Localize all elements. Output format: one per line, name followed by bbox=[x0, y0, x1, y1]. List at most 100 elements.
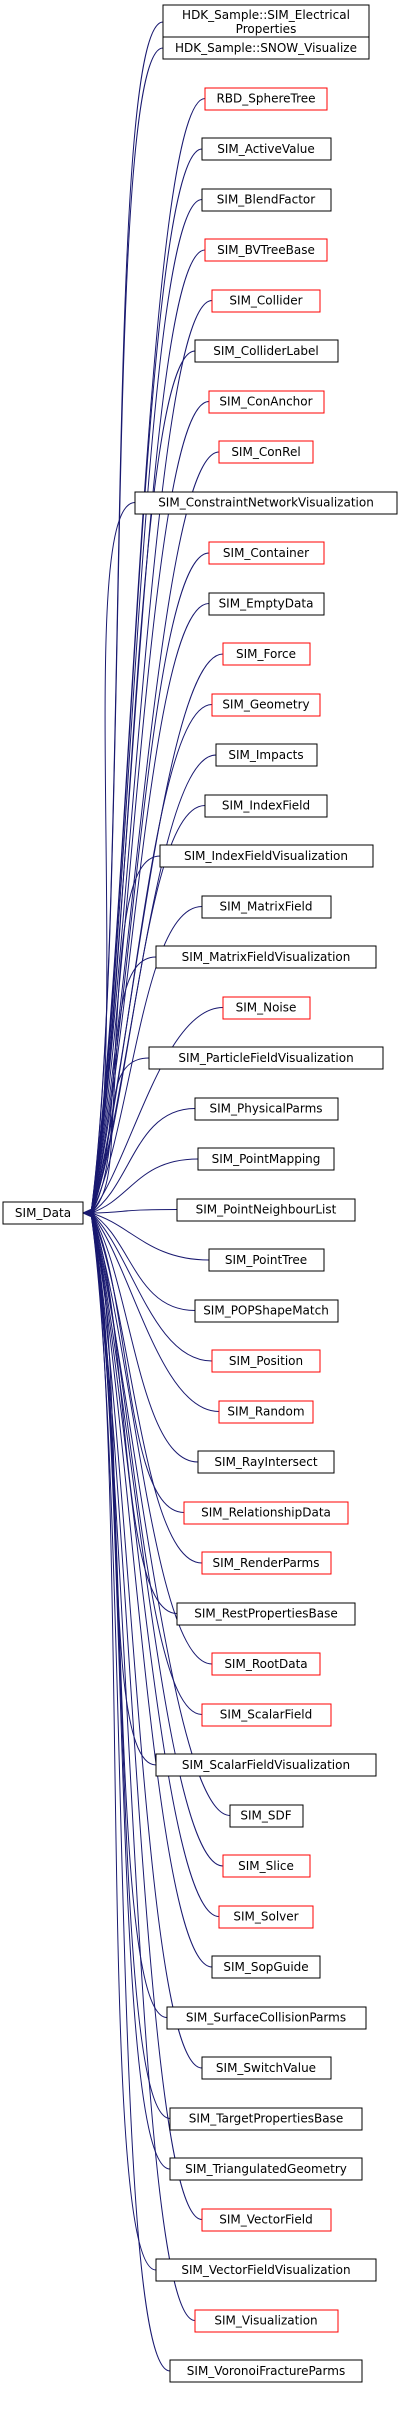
inheritance-edge bbox=[90, 350, 196, 1214]
derived-class-box bbox=[204, 87, 328, 111]
derived-class-node[interactable]: SIM_PointNeighbourList bbox=[176, 1198, 356, 1222]
derived-class-label: SIM_IndexField bbox=[222, 799, 310, 813]
derived-class-label: SIM_PointNeighbourList bbox=[196, 1203, 337, 1217]
derived-class-box bbox=[169, 2107, 363, 2131]
derived-class-node[interactable]: SIM_RootData bbox=[211, 1652, 321, 1676]
derived-class-node[interactable]: SIM_Noise bbox=[222, 996, 311, 1020]
inheritance-edge bbox=[90, 1212, 171, 2372]
derived-class-box bbox=[162, 4, 370, 40]
derived-class-node[interactable]: SIM_Visualization bbox=[194, 2309, 339, 2333]
derived-class-label: SIM_SwitchValue bbox=[216, 2061, 316, 2075]
derived-class-box bbox=[166, 2006, 367, 2030]
derived-class-box bbox=[218, 1400, 314, 1424]
derived-class-node[interactable]: SIM_BlendFactor bbox=[201, 188, 332, 212]
inheritance-edge bbox=[90, 1212, 203, 1564]
derived-class-node[interactable]: SIM_Random bbox=[218, 1400, 314, 1424]
derived-class-node[interactable]: SIM_SwitchValue bbox=[201, 2056, 332, 2080]
inheritance-edge bbox=[90, 199, 203, 1214]
derived-class-node[interactable]: SIM_MatrixFieldVisualization bbox=[155, 945, 377, 969]
root-node-box bbox=[2, 1201, 84, 1225]
derived-class-node[interactable]: SIM_Force bbox=[222, 642, 311, 666]
derived-class-node[interactable]: SIM_SDF bbox=[229, 1804, 304, 1828]
derived-class-node[interactable]: SIM_BVTreeBase bbox=[204, 238, 328, 262]
inheritance-edge bbox=[90, 552, 210, 1214]
inheritance-edge bbox=[90, 1212, 213, 1362]
inheritance-edge bbox=[90, 1212, 171, 2119]
derived-class-node[interactable]: SIM_PointMapping bbox=[197, 1147, 335, 1171]
derived-class-label: Properties bbox=[236, 22, 297, 36]
derived-class-node[interactable]: SIM_Collider bbox=[211, 289, 321, 313]
derived-class-label: SIM_ConAnchor bbox=[219, 395, 312, 409]
derived-class-node[interactable]: SIM_IndexField bbox=[204, 794, 328, 818]
derived-class-box bbox=[169, 2359, 363, 2383]
derived-class-box bbox=[208, 541, 325, 565]
inheritance-edge bbox=[90, 1212, 210, 1261]
derived-class-label: SIM_MatrixFieldVisualization bbox=[182, 950, 351, 964]
derived-class-label: RBD_SphereTree bbox=[216, 92, 315, 106]
derived-class-box bbox=[204, 794, 328, 818]
derived-class-node[interactable]: SIM_PhysicalParms bbox=[194, 1097, 339, 1121]
derived-class-node[interactable]: SIM_Position bbox=[211, 1349, 321, 1373]
derived-class-node[interactable]: SIM_VoronoiFractureParms bbox=[169, 2359, 363, 2383]
derived-class-node[interactable]: SIM_ColliderLabel bbox=[194, 339, 339, 363]
derived-class-box bbox=[208, 390, 325, 414]
derived-class-node[interactable]: SIM_VectorFieldVisualization bbox=[155, 2258, 377, 2282]
derived-class-box bbox=[197, 1147, 335, 1171]
derived-class-node[interactable]: SIM_Slice bbox=[222, 1854, 311, 1878]
derived-class-node[interactable]: SIM_TriangulatedGeometry bbox=[169, 2157, 363, 2181]
inheritance-edge bbox=[90, 300, 213, 1214]
root-node-sim-data[interactable]: SIM_Data bbox=[2, 1201, 84, 1225]
arrowhead-icon bbox=[81, 1207, 95, 1219]
derived-class-node[interactable]: SIM_RenderParms bbox=[201, 1551, 332, 1575]
derived-class-label: SIM_Slice bbox=[238, 1859, 294, 1873]
derived-class-node[interactable]: SIM_Impacts bbox=[215, 743, 318, 767]
derived-class-node[interactable]: SIM_ParticleFieldVisualization bbox=[148, 1046, 384, 1070]
inheritance-edge bbox=[90, 1212, 220, 1917]
derived-class-box bbox=[169, 2157, 363, 2181]
derived-class-node[interactable]: SIM_Solver bbox=[218, 1905, 314, 1929]
inheritance-edge bbox=[90, 1212, 168, 2018]
derived-class-box bbox=[201, 895, 332, 919]
derived-class-label: SIM_TriangulatedGeometry bbox=[185, 2162, 347, 2176]
derived-class-node[interactable]: SIM_ConstraintNetworkVisualization bbox=[134, 491, 398, 515]
derived-class-node[interactable]: HDK_Sample::SNOW_Visualize bbox=[162, 36, 370, 60]
derived-class-node[interactable]: SIM_ConRel bbox=[218, 440, 314, 464]
inheritance-edge bbox=[90, 603, 210, 1214]
derived-class-node[interactable]: SIM_PointTree bbox=[208, 1248, 325, 1272]
derived-class-node[interactable]: SIM_ScalarField bbox=[201, 1703, 332, 1727]
derived-class-node[interactable]: SIM_RestPropertiesBase bbox=[176, 1602, 356, 1626]
derived-class-node[interactable]: SIM_SopGuide bbox=[211, 1955, 321, 1979]
derived-class-label: SIM_Solver bbox=[233, 1910, 298, 1924]
derived-class-label: SIM_RenderParms bbox=[213, 1556, 320, 1570]
derived-class-node[interactable]: SIM_ScalarFieldVisualization bbox=[155, 1753, 377, 1777]
inheritance-edge bbox=[90, 1212, 199, 1463]
derived-class-node[interactable]: SIM_VectorField bbox=[201, 2208, 332, 2232]
derived-class-node[interactable]: SIM_MatrixField bbox=[201, 895, 332, 919]
derived-class-node[interactable]: SIM_SurfaceCollisionParms bbox=[166, 2006, 367, 2030]
derived-class-node[interactable]: SIM_EmptyData bbox=[208, 592, 325, 616]
derived-class-node[interactable]: SIM_ConAnchor bbox=[208, 390, 325, 414]
derived-class-node[interactable]: SIM_ActiveValue bbox=[201, 137, 332, 161]
derived-class-box bbox=[194, 2309, 339, 2333]
derived-class-node[interactable]: SIM_TargetPropertiesBase bbox=[169, 2107, 363, 2131]
derived-class-label: SIM_ConstraintNetworkVisualization bbox=[158, 496, 374, 510]
derived-class-node[interactable]: SIM_RayIntersect bbox=[197, 1450, 335, 1474]
derived-class-box bbox=[155, 945, 377, 969]
derived-class-box bbox=[201, 1551, 332, 1575]
derived-class-label: SIM_Impacts bbox=[228, 748, 303, 762]
derived-class-node[interactable]: SIM_POPShapeMatch bbox=[194, 1299, 339, 1323]
inheritance-edge bbox=[90, 249, 206, 1214]
derived-class-box bbox=[155, 2258, 377, 2282]
derived-class-label: SIM_ColliderLabel bbox=[213, 344, 319, 358]
derived-class-node[interactable]: SIM_IndexFieldVisualization bbox=[159, 844, 374, 868]
derived-class-node[interactable]: SIM_RelationshipData bbox=[183, 1501, 349, 1525]
derived-class-node[interactable]: SIM_Container bbox=[208, 541, 325, 565]
derived-class-node[interactable]: SIM_Geometry bbox=[211, 693, 321, 717]
derived-class-label: SIM_ScalarFieldVisualization bbox=[182, 1758, 350, 1772]
derived-class-box bbox=[208, 592, 325, 616]
inheritance-edges bbox=[81, 21, 231, 2372]
derived-class-node[interactable]: RBD_SphereTree bbox=[204, 87, 328, 111]
derived-class-label: SIM_VectorField bbox=[219, 2213, 312, 2227]
